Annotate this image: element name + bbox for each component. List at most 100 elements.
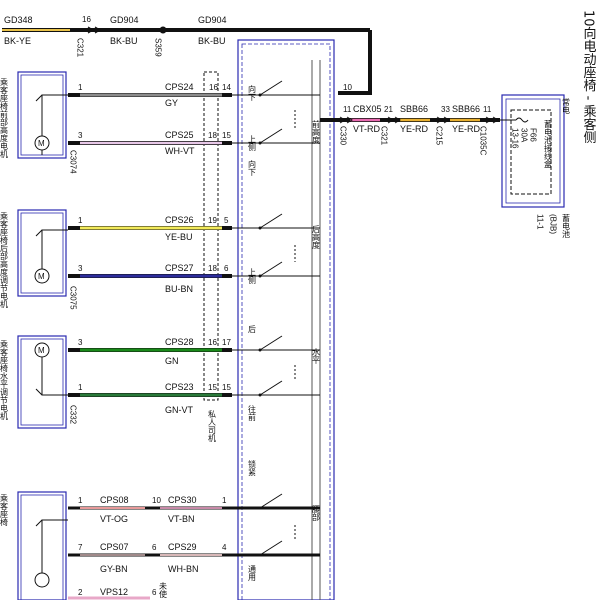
- w5-code: CPS28: [165, 337, 194, 347]
- top-splice: S359: [154, 38, 163, 57]
- bw2-color2: WH-BN: [168, 564, 199, 574]
- motor-4: [17, 491, 68, 600]
- power-w2-connector: C321: [380, 126, 389, 146]
- top-wire2-code: GD904: [110, 15, 139, 25]
- bw2-code1: CPS07: [100, 542, 129, 552]
- top-wire1-code: GD348: [4, 15, 33, 25]
- switch-label-4: 上侧: [248, 268, 257, 285]
- motor-2-connector: C3075: [69, 286, 78, 310]
- w2-pinB: 15: [222, 131, 231, 140]
- fuse-icon: [500, 117, 529, 123]
- cable-label: 未使: [159, 581, 168, 599]
- power-w1-connector: C330: [339, 126, 348, 146]
- box-sub: (BJB): [549, 214, 558, 234]
- switch-label-3: 向下: [248, 159, 257, 177]
- w4-color: BU-BN: [165, 284, 193, 294]
- switch-label-1: 向下: [248, 84, 257, 102]
- switch-group-1: 前高度: [312, 119, 321, 145]
- box-label: 蓄电池接线盒: [544, 119, 553, 168]
- power-w3-connector: C215: [435, 126, 444, 146]
- splice-dot: [159, 26, 167, 34]
- power-w3-pin: 33: [441, 105, 450, 114]
- w2-pin: 3: [78, 131, 83, 140]
- power-pin11: 11: [343, 105, 352, 114]
- w4-code: CPS27: [165, 263, 194, 273]
- bw3-code1: VPS12: [100, 587, 128, 597]
- w1-pinA: 14: [222, 83, 231, 92]
- switch-group-3: 水平: [312, 347, 321, 365]
- top-wire2-color: BK-BU: [110, 36, 138, 46]
- top-connector-pin: 16: [82, 15, 91, 24]
- w3-color: YE-BU: [165, 232, 193, 242]
- bw1-code1: CPS08: [100, 495, 129, 505]
- bw2-color1: GY-BN: [100, 564, 128, 574]
- bw1-color1: VT-OG: [100, 514, 128, 524]
- motor-1-connector: C3074: [69, 150, 78, 174]
- bw2-pin2: 6: [152, 543, 157, 552]
- switch-module-inner: [241, 43, 331, 600]
- switch-dots: [258, 93, 262, 557]
- w6-code: CPS23: [165, 382, 194, 392]
- top-wire3-code: GD904: [198, 15, 227, 25]
- motor-3-label: 乘客座椅水平调节电机: [0, 339, 9, 421]
- battery-junction-box: [501, 94, 565, 208]
- bw2-pin: 7: [78, 543, 83, 552]
- bw2-pin3: 4: [222, 543, 227, 552]
- power-w2-color: YE-RD: [400, 124, 429, 134]
- bw2-code2: CPS29: [168, 542, 197, 552]
- bw1-color2: VT-BN: [168, 514, 195, 524]
- switch-label-5: 后: [248, 324, 257, 334]
- motor-3: M: [17, 335, 68, 429]
- w6-pinB: 15: [222, 383, 231, 392]
- w3-pinB: 5: [224, 216, 229, 225]
- box-note: 常电: [562, 98, 571, 114]
- bw3-pin: 2: [78, 588, 83, 597]
- svg-text:M: M: [38, 139, 45, 148]
- power-w2-code: SBB66: [400, 104, 428, 114]
- w5-pinB: 17: [222, 338, 231, 347]
- w5-pin: 3: [78, 338, 83, 347]
- switch-group-2: 后高度: [312, 224, 321, 250]
- w4-pinB: 6: [224, 264, 229, 273]
- w2-color: WH-VT: [165, 146, 195, 156]
- switch-group-4: 腰部: [312, 505, 321, 522]
- w6-color: GN-VT: [165, 405, 194, 415]
- battery-junction-box-inner: [505, 98, 561, 204]
- diagram-title: 10向电动座椅 - 乘客侧: [581, 10, 597, 144]
- power-w3-code: SBB66: [452, 104, 480, 114]
- motor-1-label: 乘客座椅前部高度电机: [0, 77, 9, 159]
- w3-code: CPS26: [165, 215, 194, 225]
- box-ref: 11-1: [536, 214, 545, 230]
- power-w3-color: YE-RD: [452, 124, 481, 134]
- switch-label-8: 通用: [248, 564, 257, 582]
- fuse-ref: 13-16: [511, 128, 520, 149]
- motor-4-label: 乘客座椅: [0, 493, 9, 526]
- connector-block: [203, 71, 219, 401]
- w1-pinB: 16: [209, 83, 218, 92]
- w1-code: CPS24: [165, 82, 194, 92]
- bw1-pin3: 1: [222, 496, 227, 505]
- w3-pinA: 19: [208, 216, 217, 225]
- svg-text:M: M: [38, 346, 45, 355]
- top-wire3-color: BK-BU: [198, 36, 226, 46]
- w4-pin: 3: [78, 264, 83, 273]
- motor-3-connector: C332: [69, 405, 78, 425]
- fuse-block: [510, 109, 552, 195]
- bw1-code2: CPS30: [168, 495, 197, 505]
- box-line: 蓄电池: [562, 213, 571, 238]
- w1-color: GY: [165, 98, 178, 108]
- switch-label-2: 上侧: [248, 135, 257, 152]
- power-pin10: 10: [343, 83, 352, 92]
- switch-label-7: 锁紧: [248, 459, 257, 476]
- switch-contacts: [259, 80, 300, 556]
- fuse-rating: 30A: [520, 128, 529, 143]
- switch-label-6: 往前: [248, 404, 257, 422]
- bw3-pin2: 6: [152, 588, 157, 597]
- power-w2-pin: 21: [384, 105, 393, 114]
- bw1-pin2: 10: [152, 496, 161, 505]
- w3-pin: 1: [78, 216, 83, 225]
- w6-pin: 1: [78, 383, 83, 392]
- w5-color: GN: [165, 356, 179, 366]
- power-w1-color: VT-RD: [353, 124, 381, 134]
- connector-arrow: [87, 26, 102, 34]
